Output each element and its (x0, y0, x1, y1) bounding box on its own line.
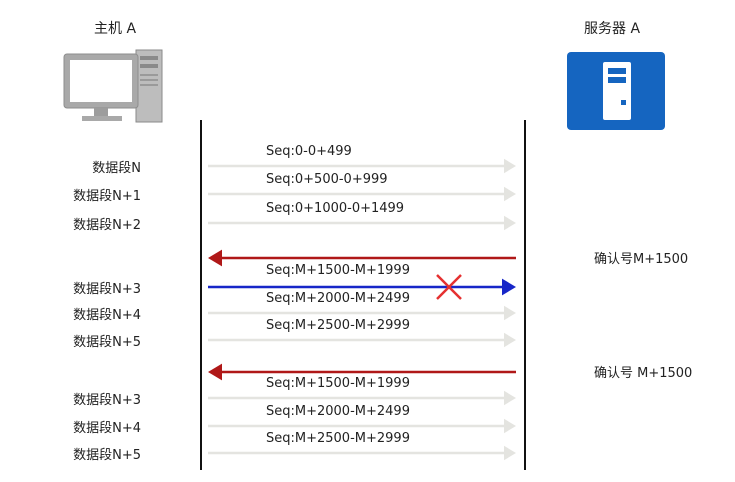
segment-label: 数据段N+4 (73, 421, 141, 436)
seq-label: Seq:M+2000-M+2499 (266, 404, 410, 419)
segment-arrowhead (504, 390, 516, 406)
seq-label: Seq:M+1500-M+1999 (266, 376, 410, 391)
packet-lost-mark (436, 274, 462, 300)
seq-label: Seq:0-0+499 (266, 144, 352, 159)
ack-arrowhead (208, 249, 222, 267)
seq-label: Seq:M+2500-M+2999 (266, 318, 410, 333)
segment-arrowhead (504, 445, 516, 461)
seq-label: Seq:0+500-0+999 (266, 172, 388, 187)
segment-arrowhead (504, 305, 516, 321)
seq-label: Seq:M+1500-M+1999 (266, 263, 410, 278)
segment-label: 数据段N+5 (73, 335, 141, 350)
segment-label: 数据段N+3 (73, 393, 141, 408)
segment-arrowhead (504, 158, 516, 174)
ack-arrowhead (208, 363, 222, 381)
server-icon (567, 52, 665, 130)
segment-label: 数据段N (92, 161, 141, 176)
seq-label: Seq:M+2000-M+2499 (266, 291, 410, 306)
seq-label: Seq:0+1000-0+1499 (266, 201, 405, 216)
computer-icon (63, 49, 163, 123)
segment-label: 数据段N+2 (73, 218, 141, 233)
segment-arrowhead (504, 418, 516, 434)
server-title: 服务器 A (584, 21, 641, 37)
segment-label: 数据段N+1 (73, 189, 141, 204)
host-title: 主机 A (94, 21, 137, 37)
ack-label: 确认号 M+1500 (594, 366, 693, 381)
seq-label: Seq:M+2500-M+2999 (266, 431, 410, 446)
segment-label: 数据段N+3 (73, 282, 141, 297)
ack-label: 确认号M+1500 (594, 252, 689, 267)
lost-segment-arrowhead (502, 278, 516, 296)
segment-label: 数据段N+5 (73, 448, 141, 463)
segment-arrowhead (504, 186, 516, 202)
segment-arrowhead (504, 332, 516, 348)
segment-label: 数据段N+4 (73, 308, 141, 323)
segment-arrowhead (504, 215, 516, 231)
